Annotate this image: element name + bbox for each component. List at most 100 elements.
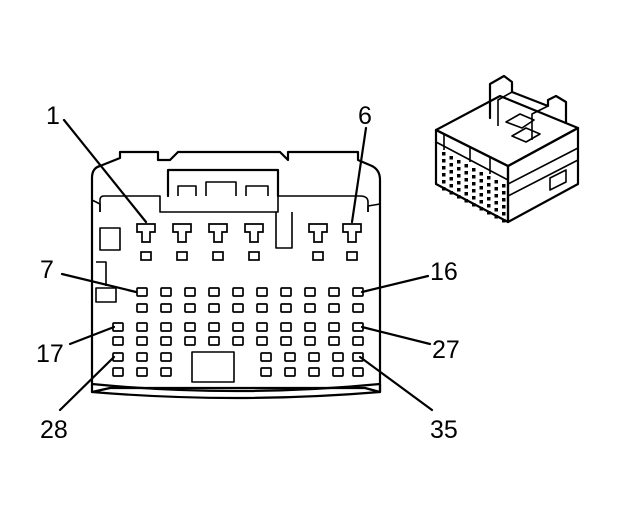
small-terminal: [208, 303, 220, 313]
iso-cavity: [494, 194, 498, 198]
small-terminal: [284, 367, 296, 377]
leader-lines: [58, 118, 434, 412]
iso-side-face: [506, 126, 580, 224]
iso-cavity: [464, 178, 468, 182]
iso-cavity: [457, 181, 461, 185]
leader-7: [60, 272, 138, 294]
small-terminal: [232, 287, 244, 297]
small-terminal: [352, 303, 364, 313]
small-terminal: [256, 336, 268, 346]
iso-cavity: [464, 192, 468, 196]
iso-cavity: [442, 159, 446, 163]
small-terminal: [136, 367, 148, 377]
small-terminal: [184, 287, 196, 297]
iso-cavity: [487, 211, 491, 215]
small-terminal: [160, 287, 172, 297]
bottom-center-cutout: [191, 351, 235, 383]
iso-cavity: [479, 193, 483, 197]
iso-latch-slot: [505, 113, 541, 143]
iso-cavity: [449, 184, 453, 188]
small-terminal: [232, 322, 244, 332]
inner-shroud: [99, 195, 369, 213]
iso-cavity: [494, 201, 498, 205]
iso-cavity: [472, 168, 476, 172]
iso-cavity: [494, 180, 498, 184]
leader-6: [350, 126, 368, 224]
iso-cavity: [479, 200, 483, 204]
callout-labels: 1 6 7 16 17 27 28 35: [36, 102, 460, 444]
iso-cavity: [464, 164, 468, 168]
iso-cavity: [502, 191, 506, 195]
iso-cavity: [479, 186, 483, 190]
callout-28: 28: [40, 416, 68, 444]
iso-cavity: [442, 187, 446, 191]
iso-cavity: [457, 195, 461, 199]
iso-cavity: [502, 184, 506, 188]
callout-7: 7: [40, 256, 54, 284]
iso-cavity: [449, 163, 453, 167]
callout-27: 27: [432, 336, 460, 364]
large-terminal: [208, 223, 228, 243]
iso-cavity: [472, 182, 476, 186]
large-terminal-row: [136, 223, 362, 261]
iso-cavity: [479, 179, 483, 183]
large-terminal: [342, 223, 362, 243]
small-terminal: [280, 287, 292, 297]
small-terminal: [280, 322, 292, 332]
connector-face-bottom-flange: [90, 382, 382, 400]
leader-16: [360, 274, 430, 294]
polarization-box-lower: [95, 287, 117, 303]
iso-cavity: [479, 172, 483, 176]
small-terminal: [308, 367, 320, 377]
iso-cavity: [502, 205, 506, 209]
small-terminal: [184, 322, 196, 332]
callout-17: 17: [36, 340, 64, 368]
iso-cavity: [449, 191, 453, 195]
connector-face-outline: [90, 150, 382, 394]
iso-cavity: [457, 160, 461, 164]
iso-cavity: [487, 190, 491, 194]
small-terminal: [332, 367, 344, 377]
iso-cavity: [457, 167, 461, 171]
small-terminal: [328, 287, 340, 297]
iso-cavity: [457, 174, 461, 178]
iso-side-rib: [507, 147, 579, 197]
small-terminal: [328, 303, 340, 313]
iso-cavity: [487, 204, 491, 208]
small-terminal: [308, 352, 320, 362]
right-notch: [367, 203, 381, 212]
small-terminal-grid: [112, 287, 364, 377]
latch-housing: [166, 168, 280, 198]
small-terminal: [184, 336, 196, 346]
iso-cavity: [464, 185, 468, 189]
small-terminal: [160, 336, 172, 346]
iso-cavity: [494, 208, 498, 212]
small-terminal: [260, 352, 272, 362]
large-terminal-seal: [248, 251, 260, 261]
iso-cavity: [479, 207, 483, 211]
left-side-rib: [96, 261, 107, 286]
small-terminal: [112, 367, 124, 377]
small-terminal: [352, 352, 364, 362]
latch-inner-right: [245, 185, 269, 196]
iso-cavity: [442, 152, 446, 156]
iso-cavity: [487, 197, 491, 201]
callout-16: 16: [430, 258, 458, 286]
small-terminal: [280, 336, 292, 346]
small-terminal: [304, 287, 316, 297]
iso-cavity: [442, 166, 446, 170]
connector-isometric-view: [434, 74, 580, 224]
iso-top-face: [434, 94, 580, 168]
iso-cavity: [449, 170, 453, 174]
small-terminal: [256, 322, 268, 332]
small-terminal: [160, 352, 172, 362]
iso-cavity: [487, 176, 491, 180]
small-terminal: [208, 322, 220, 332]
large-terminal-seal: [346, 251, 358, 261]
small-terminal: [332, 352, 344, 362]
large-terminal-seal: [212, 251, 224, 261]
leader-1: [62, 118, 148, 224]
iso-cavity: [449, 156, 453, 160]
small-terminal: [136, 322, 148, 332]
small-terminal: [304, 322, 316, 332]
